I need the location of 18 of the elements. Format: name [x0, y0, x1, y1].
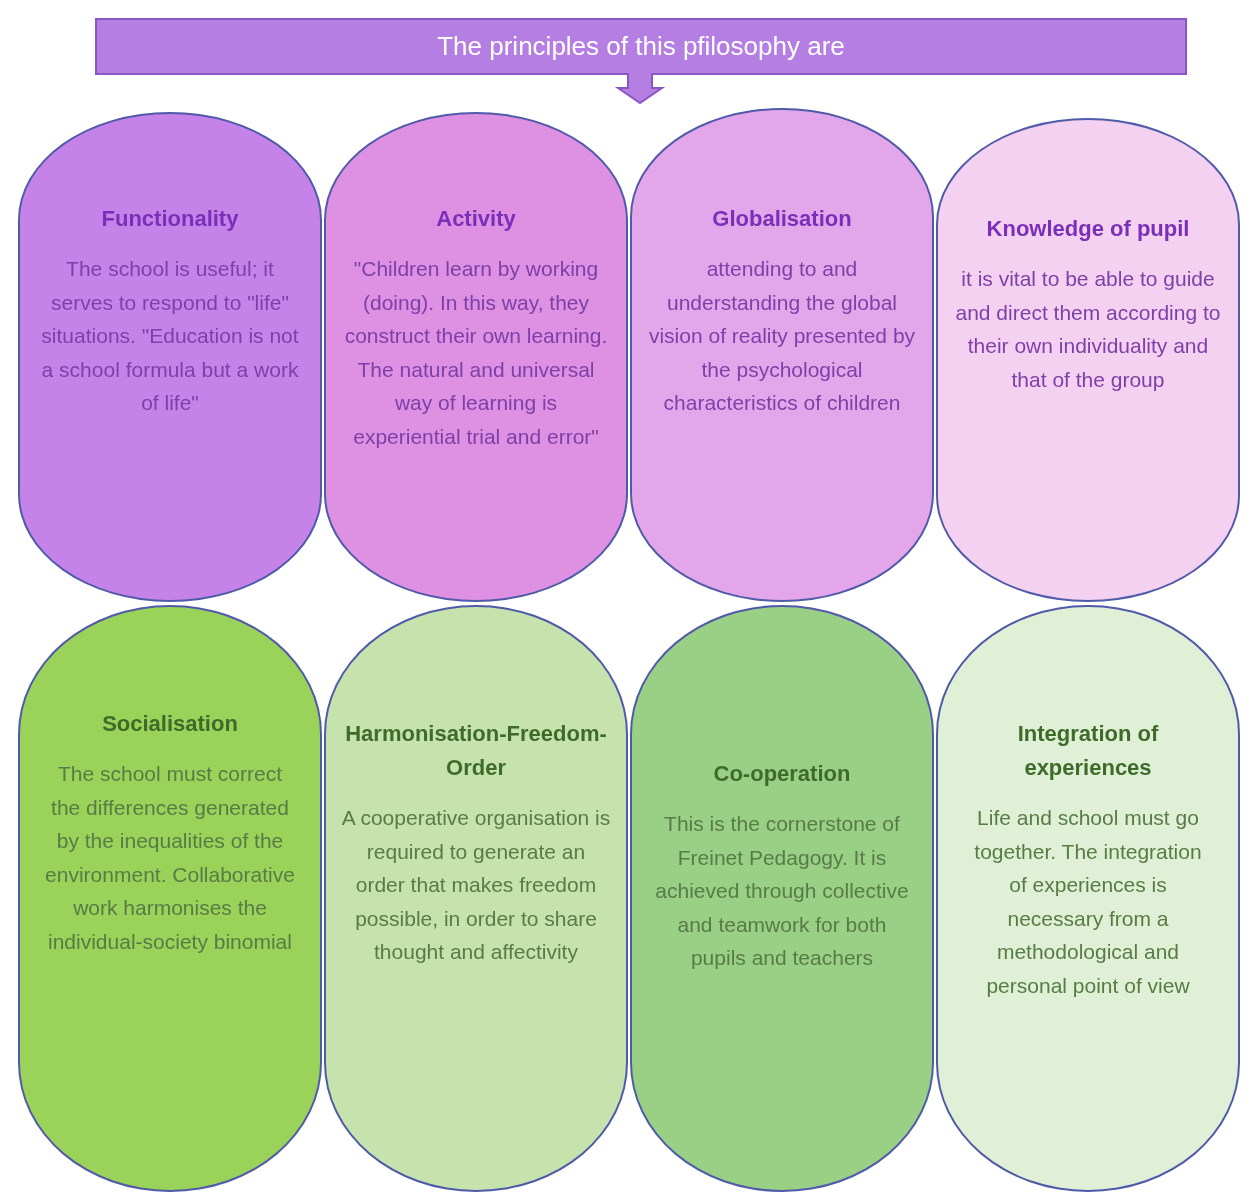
card-heading: Knowledge of pupil	[986, 215, 1190, 243]
card-description: "Children learn by working (doing). In this way, they construct their own learning. The natural and universal way of learning is experiential trial and error"	[343, 256, 609, 450]
card-description: attending to and understanding the global vision of reality presented by the psychological characteristics of children	[647, 256, 917, 416]
title-text: The principles of this pfilosophy are	[437, 30, 845, 63]
card-heading: Harmonisation-Freedom-Order	[344, 720, 608, 782]
card-description: The school is useful; it serves to respond to "life" situations. "Education is not a school formula but a work of life"	[40, 256, 300, 416]
card-description: Life and school must go together. The integration of experiences is necessary from a methodological and personal point of view	[973, 805, 1203, 999]
card-heading: Socialisation	[102, 710, 238, 738]
card-description: The school must correct the differences generated by the inequalities of the environment. Collaborative work harmonises the individual-society binomial	[45, 761, 295, 955]
card-heading: Functionality	[101, 205, 239, 233]
card-description: This is the cornerstone of Freinet Pedagogy. It is achieved through collective and teamwork for both pupils and teachers	[654, 811, 910, 971]
card-heading: Co-operation	[713, 760, 851, 788]
card-description: A cooperative organisation is required to generate an order that makes freedom possible, in order to share thought and affectivity	[341, 805, 611, 965]
card-heading: Activity	[436, 205, 516, 233]
card-description: it is vital to be able to guide and direct them according to their own individuality and that of the group	[954, 266, 1222, 393]
title-banner	[95, 18, 1187, 104]
card-heading: Globalisation	[712, 205, 852, 233]
card-heading: Integration of experiences	[1016, 720, 1160, 782]
